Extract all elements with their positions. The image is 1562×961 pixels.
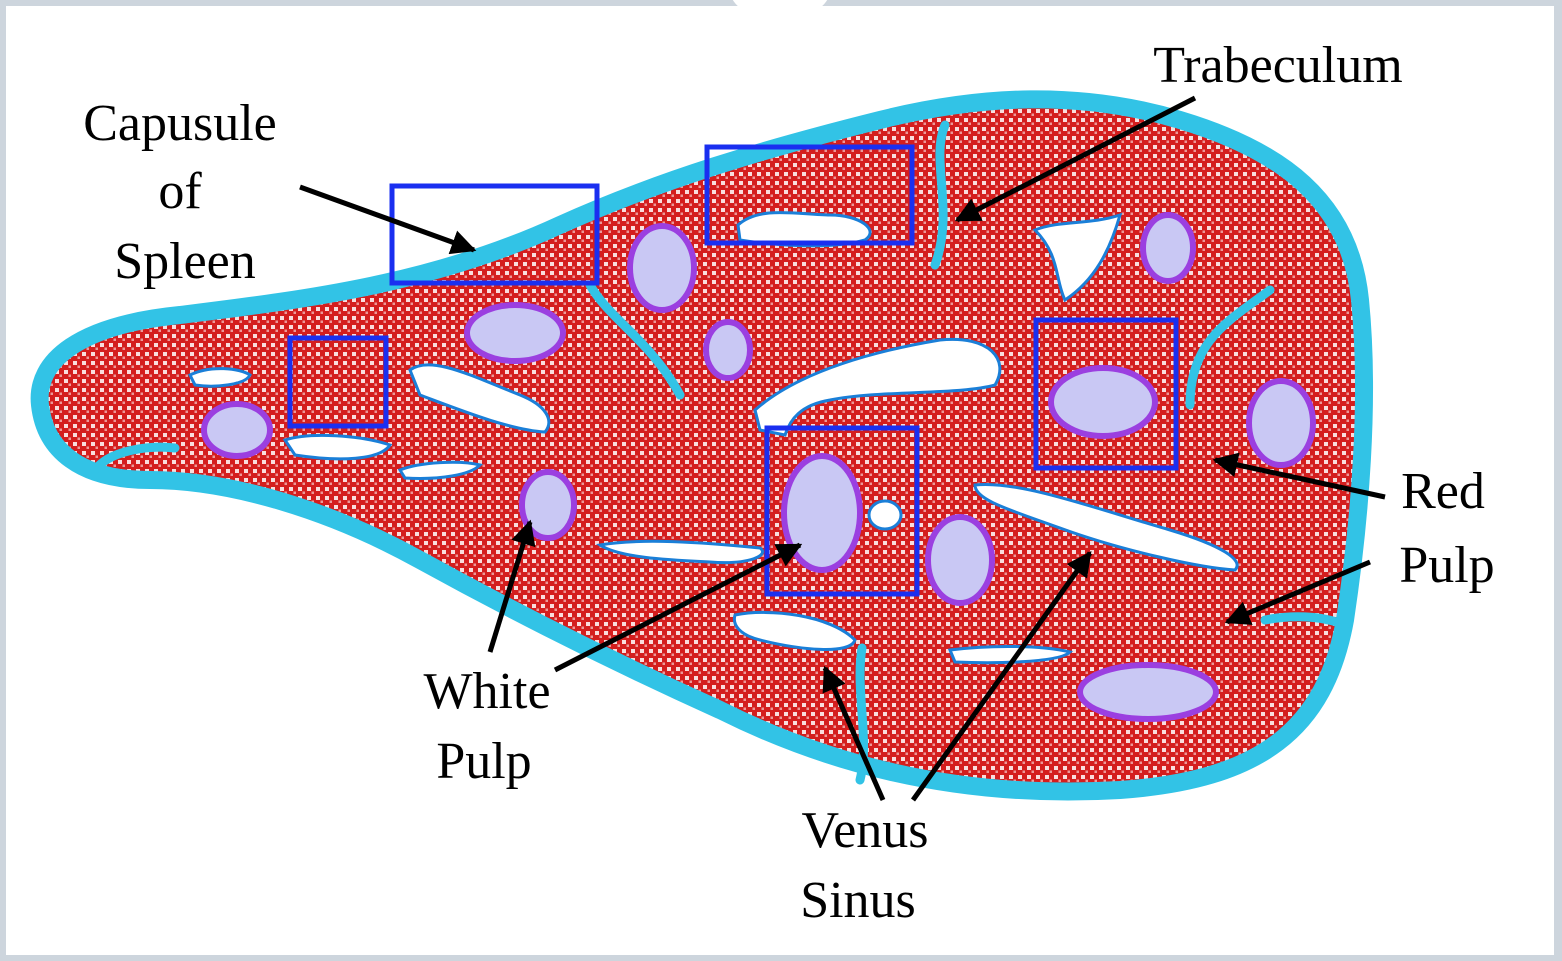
label-red-pulp-line1: Red bbox=[1401, 463, 1485, 520]
label-capsule-line3: Spleen bbox=[114, 233, 256, 290]
label-venus-sinus-line2: Sinus bbox=[800, 872, 916, 929]
label-white-pulp-line2: Pulp bbox=[436, 733, 531, 790]
arrow-capsule bbox=[300, 187, 474, 250]
label-trabeculum: Trabeculum bbox=[1153, 37, 1402, 94]
label-capsule-line1: Capusule bbox=[83, 95, 277, 152]
label-white-pulp-line1: White bbox=[423, 663, 550, 720]
label-venus-sinus-line1: Venus bbox=[801, 802, 928, 859]
label-capsule-line2: of bbox=[158, 163, 202, 220]
label-red-pulp-line2: Pulp bbox=[1399, 537, 1494, 594]
